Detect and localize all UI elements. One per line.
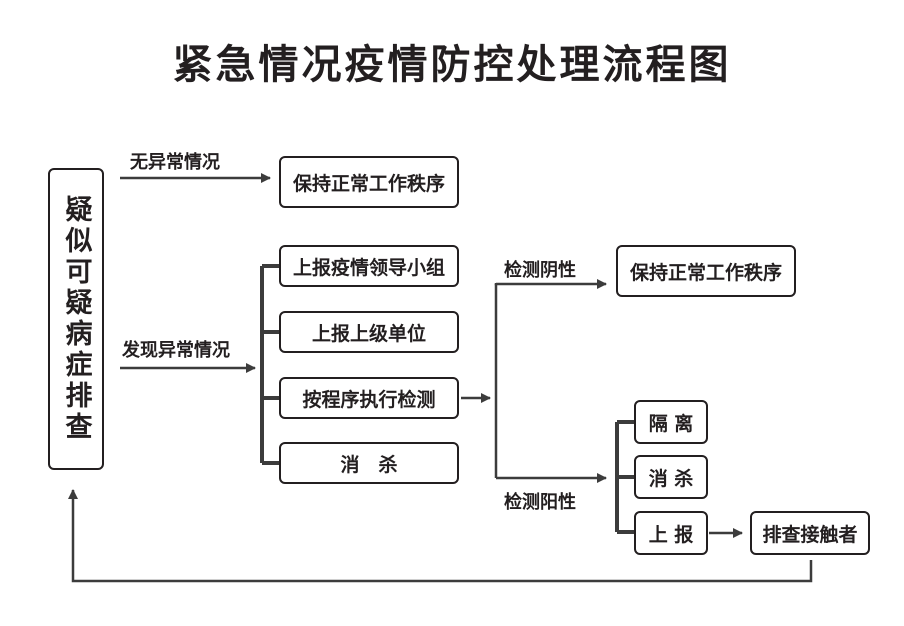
node-report-leadership: 上报疫情领导小组 xyxy=(279,245,459,287)
node-keep-normal-order-1: 保持正常工作秩序 xyxy=(279,156,459,208)
node-keep-normal-order-2: 保持正常工作秩序 xyxy=(616,245,796,297)
label-test-negative: 检测阴性 xyxy=(504,260,576,281)
node-trace-contacts: 排查接触者 xyxy=(750,511,870,555)
node-isolate: 隔 离 xyxy=(634,400,708,444)
node-report-positive: 上 报 xyxy=(634,511,708,555)
node-run-test: 按程序执行检测 xyxy=(279,377,459,419)
node-disinfect-positive: 消 杀 xyxy=(634,455,708,499)
label-no-abnormality: 无异常情况 xyxy=(130,152,220,173)
arrow-feedback xyxy=(68,489,813,583)
node-disinfect: 消 杀 xyxy=(279,442,459,484)
node-suspected-screening: 疑似可疑病症排查 xyxy=(48,168,104,470)
label-abnormality-found: 发现异常情况 xyxy=(122,340,230,361)
arrow-negative xyxy=(494,279,607,289)
page-title: 紧急情况疫情防控处理流程图 xyxy=(172,41,732,88)
bracket-actions xyxy=(260,264,280,465)
label-test-positive: 检测阳性 xyxy=(504,492,576,513)
bracket-positive xyxy=(615,420,635,534)
node-report-superior: 上报上级单位 xyxy=(279,311,459,353)
